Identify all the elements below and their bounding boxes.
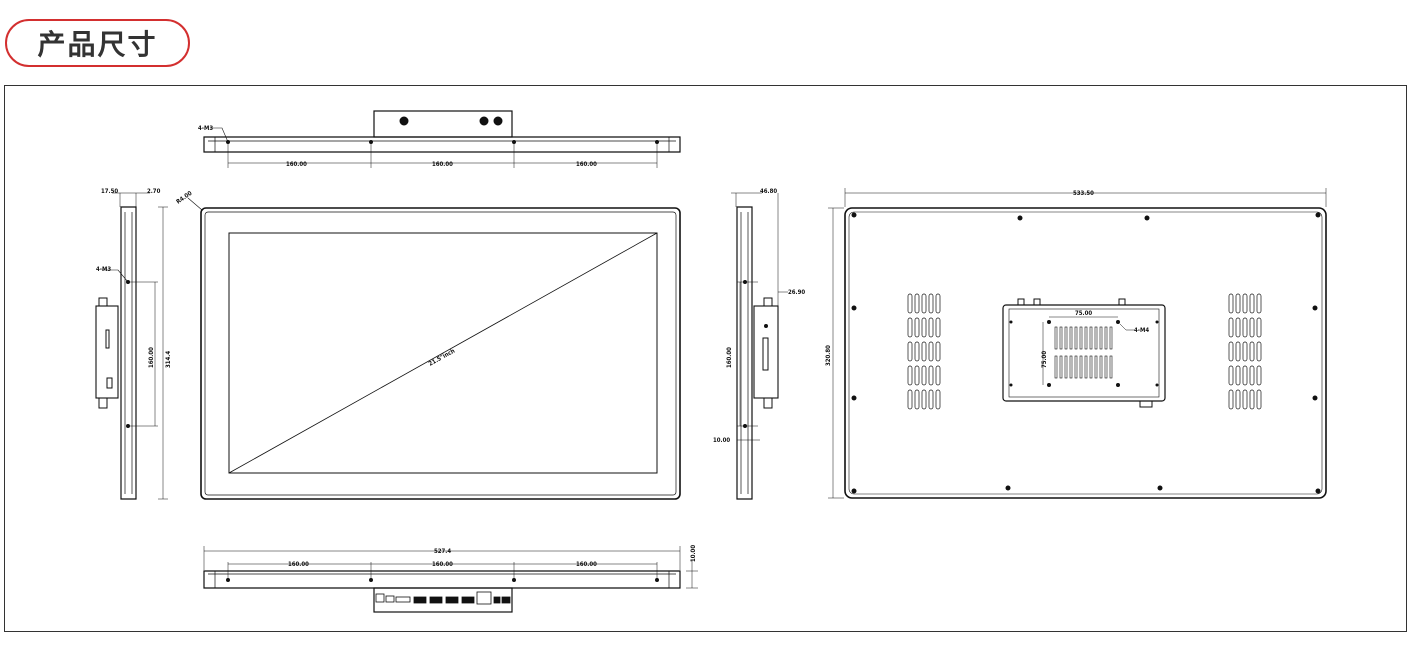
right-offset: 10.00 [713,437,730,444]
left-hole-label: 4-M3 [96,266,111,273]
left-side-view: 17.50 2.70 4-M3 160.00 314.4 [95,188,172,500]
right-bracket: 26.90 [788,289,805,296]
front-view: R4.00 21.5"inch [175,190,681,500]
bottom-spacing-2: 160.00 [432,561,453,568]
section-title-pill: 产品尺寸 [5,19,190,67]
top-spacing-3: 160.00 [576,161,597,168]
right-hole-spacing: 160.00 [726,347,733,368]
rear-vesa-h: 75.00 [1075,310,1092,317]
rear-view: 75.00 75.00 4-M4 533.50 320.80 [825,188,1327,499]
front-corner-radius: R4.00 [175,190,194,206]
bottom-spacing-3: 160.00 [576,561,597,568]
right-side-view: 46.80 26.90 160.00 10.00 [713,188,805,500]
rear-hole-label: 4-M4 [1134,327,1149,334]
rear-width: 533.50 [1073,190,1094,197]
top-hole-label: 4-M3 [198,125,213,132]
rear-height: 320.80 [825,345,832,366]
section-title: 产品尺寸 [37,28,158,61]
top-spacing-2: 160.00 [432,161,453,168]
left-height: 314.4 [165,351,172,368]
left-depth-outer: 17.50 [101,188,118,195]
left-hole-spacing: 160.00 [148,347,155,368]
right-depth: 46.80 [760,188,777,195]
rear-vesa-v: 75.00 [1041,351,1048,368]
drawing-frame [4,85,1407,632]
bottom-thickness: 10.00 [690,545,697,562]
top-view: 4-M3 160.00 160.00 160.00 [198,110,681,168]
bottom-spacing-1: 160.00 [288,561,309,568]
bottom-view: 527.4 160.00 160.00 160.00 10.00 [203,545,698,613]
left-depth-inner: 2.70 [147,188,161,195]
bottom-width: 527.4 [434,548,451,555]
top-spacing-1: 160.00 [286,161,307,168]
front-diagonal: 21.5"inch [428,348,457,368]
